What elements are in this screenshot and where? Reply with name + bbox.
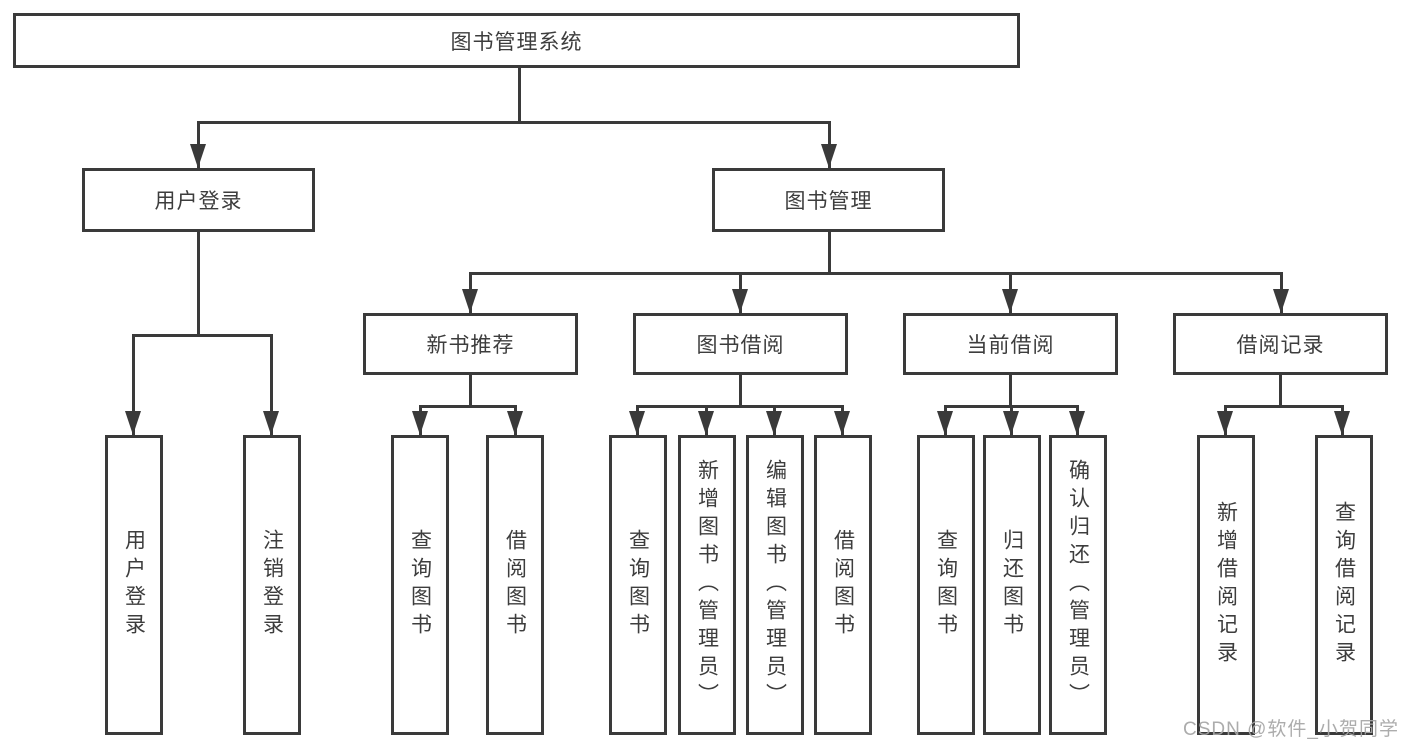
node-root: 图书管理系统 xyxy=(13,13,1020,68)
arrow-down-icon xyxy=(412,411,428,435)
connector-newbook-stem xyxy=(469,373,472,407)
connector-records-stem xyxy=(1279,373,1282,407)
arrow-down-icon xyxy=(1003,411,1019,435)
watermark: CSDN @软件_小贺同学 xyxy=(1183,719,1399,740)
connector-borrowing-stem xyxy=(739,373,742,407)
leaf-confirm-return-admin-label: 确认归还（管理员） xyxy=(1066,459,1090,711)
connector-root-stem xyxy=(518,68,521,123)
connector-userlogin-stem xyxy=(197,232,200,336)
node-new-book-recommend: 新书推荐 xyxy=(363,313,578,375)
leaf-user-login: 用户登录 xyxy=(105,435,163,735)
leaf-add-book-admin-label: 新增图书（管理员） xyxy=(695,459,719,711)
node-user-login-label: 用户登录 xyxy=(154,190,243,213)
leaf-add-borrow-record-label: 新增借阅记录 xyxy=(1214,501,1238,669)
connector-userlogin-bar xyxy=(132,334,273,337)
arrow-down-icon xyxy=(1273,289,1289,313)
node-borrowing-records: 借阅记录 xyxy=(1173,313,1388,375)
node-user-login: 用户登录 xyxy=(82,168,315,232)
arrow-down-icon xyxy=(732,289,748,313)
leaf-return-book: 归还图书 xyxy=(983,435,1041,735)
node-book-management: 图书管理 xyxy=(712,168,945,232)
leaf-add-borrow-record: 新增借阅记录 xyxy=(1197,435,1255,735)
arrow-down-icon xyxy=(1069,411,1085,435)
leaf-edit-book-admin: 编辑图书（管理员） xyxy=(746,435,804,735)
node-book-borrowing-label: 图书借阅 xyxy=(696,334,785,357)
connector-borrowing-bar xyxy=(636,405,843,408)
connector-newbook-bar xyxy=(419,405,517,408)
arrow-down-icon xyxy=(1217,411,1233,435)
leaf-query-borrow-record-label: 查询借阅记录 xyxy=(1332,501,1356,669)
leaf-confirm-return-admin: 确认归还（管理员） xyxy=(1049,435,1107,735)
node-root-label: 图书管理系统 xyxy=(450,30,583,54)
node-book-borrowing: 图书借阅 xyxy=(633,313,848,375)
arrow-down-icon xyxy=(190,144,206,168)
arrow-down-icon xyxy=(1334,411,1350,435)
arrow-down-icon xyxy=(698,411,714,435)
arrow-down-icon xyxy=(462,289,478,313)
leaf-query-book-current: 查询图书 xyxy=(917,435,975,735)
leaf-user-login-label: 用户登录 xyxy=(122,529,146,641)
leaf-query-book-recommend-label: 查询图书 xyxy=(408,529,432,641)
arrow-down-icon xyxy=(821,144,837,168)
arrow-down-icon xyxy=(766,411,782,435)
leaf-edit-book-admin-label: 编辑图书（管理员） xyxy=(763,459,787,711)
connector-current-stem xyxy=(1009,373,1012,407)
leaf-borrow-book-borrowing: 借阅图书 xyxy=(814,435,872,735)
leaf-query-book-recommend: 查询图书 xyxy=(391,435,449,735)
arrow-down-icon xyxy=(125,411,141,435)
node-new-book-recommend-label: 新书推荐 xyxy=(426,334,515,357)
connector-userlogin-drop-2 xyxy=(270,334,273,435)
arrow-down-icon xyxy=(937,411,953,435)
leaf-logout-label: 注销登录 xyxy=(260,529,284,641)
leaf-query-book-borrowing-label: 查询图书 xyxy=(626,529,650,641)
leaf-query-book-current-label: 查询图书 xyxy=(934,529,958,641)
connector-root-bar xyxy=(197,121,831,124)
leaf-return-book-label: 归还图书 xyxy=(1000,529,1024,641)
connector-records-bar xyxy=(1224,405,1344,408)
leaf-add-book-admin: 新增图书（管理员） xyxy=(678,435,736,735)
node-current-borrowing-label: 当前借阅 xyxy=(966,334,1055,357)
leaf-query-borrow-record: 查询借阅记录 xyxy=(1315,435,1373,735)
leaf-borrow-book-recommend: 借阅图书 xyxy=(486,435,544,735)
leaf-borrow-book-recommend-label: 借阅图书 xyxy=(503,529,527,641)
arrow-down-icon xyxy=(507,411,523,435)
node-current-borrowing: 当前借阅 xyxy=(903,313,1118,375)
arrow-down-icon xyxy=(263,411,279,435)
node-borrowing-records-label: 借阅记录 xyxy=(1236,334,1325,357)
arrow-down-icon xyxy=(629,411,645,435)
connector-userlogin-drop-1 xyxy=(132,334,135,435)
leaf-logout: 注销登录 xyxy=(243,435,301,735)
node-book-management-label: 图书管理 xyxy=(784,190,873,213)
connector-bookmgmt-stem xyxy=(828,232,831,274)
connector-bookmgmt-bar xyxy=(469,272,1282,275)
arrow-down-icon xyxy=(834,411,850,435)
arrow-down-icon xyxy=(1002,289,1018,313)
leaf-query-book-borrowing: 查询图书 xyxy=(609,435,667,735)
leaf-borrow-book-borrowing-label: 借阅图书 xyxy=(831,529,855,641)
